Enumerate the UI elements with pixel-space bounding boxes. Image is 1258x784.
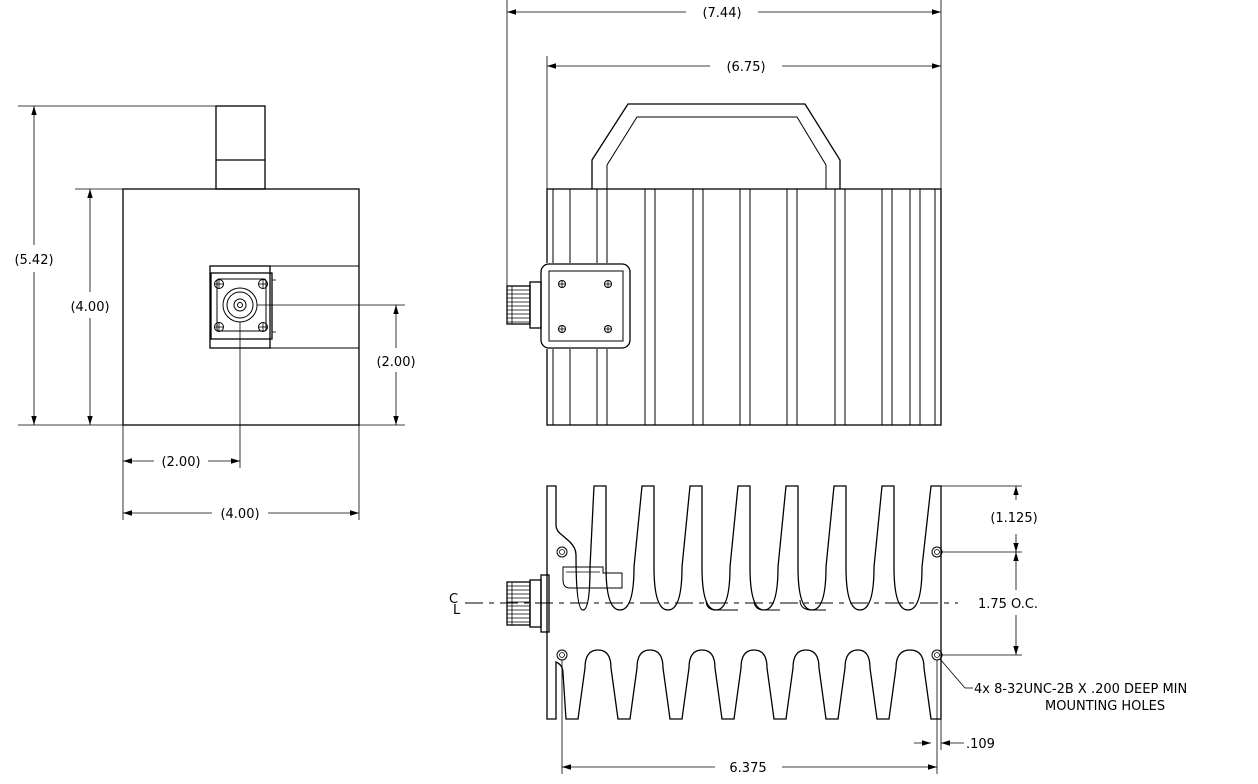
dim-body-length: (6.75) — [547, 60, 941, 75]
dim-overall-length-label: (7.44) — [702, 6, 741, 21]
dim-body-width: (4.00) — [123, 507, 359, 522]
dim-connector-height: (2.00) — [376, 305, 416, 425]
dim-edge-offset: .109 — [914, 737, 995, 752]
dim-hole-spacing: 1.75 O.C. — [978, 552, 1038, 655]
dim-overall-height-label: (5.42) — [14, 253, 53, 268]
front-view — [18, 105, 405, 520]
dim-body-width-label: (4.00) — [220, 507, 259, 522]
dim-edge-offset-label: .109 — [966, 737, 995, 752]
dim-connector-height-label: (2.00) — [376, 355, 415, 370]
top-view — [465, 485, 1022, 774]
note-line1: 4x 8-32UNC-2B X .200 DEEP MIN — [974, 682, 1187, 697]
dim-overall-height: (5.42) — [14, 106, 54, 425]
dim-connector-offset: (2.00) — [123, 455, 240, 470]
note-line2: MOUNTING HOLES — [1045, 699, 1165, 714]
dim-hole-offset-label: (1.125) — [990, 511, 1037, 526]
dim-hole-pitch: 6.375 — [562, 761, 937, 776]
centerline-symbol-l: L — [453, 603, 461, 618]
side-connector — [506, 263, 631, 349]
dim-body-height-label: (4.00) — [70, 300, 109, 315]
front-connector-flange — [209, 265, 276, 349]
heatsink-profile — [546, 485, 942, 720]
dim-body-length-label: (6.75) — [726, 60, 765, 75]
side-view — [506, 0, 942, 426]
centerline-symbol-c: C — [449, 592, 458, 607]
dim-connector-offset-label: (2.00) — [161, 455, 200, 470]
dim-hole-pitch-label: 6.375 — [729, 761, 766, 776]
side-fin-lines — [552, 189, 936, 425]
dim-hole-offset: (1.125) — [990, 486, 1038, 552]
side-handle — [591, 103, 841, 189]
dim-body-height: (4.00) — [70, 189, 110, 425]
dim-hole-spacing-label: 1.75 O.C. — [978, 597, 1038, 612]
dim-overall-length: (7.44) — [507, 6, 941, 21]
